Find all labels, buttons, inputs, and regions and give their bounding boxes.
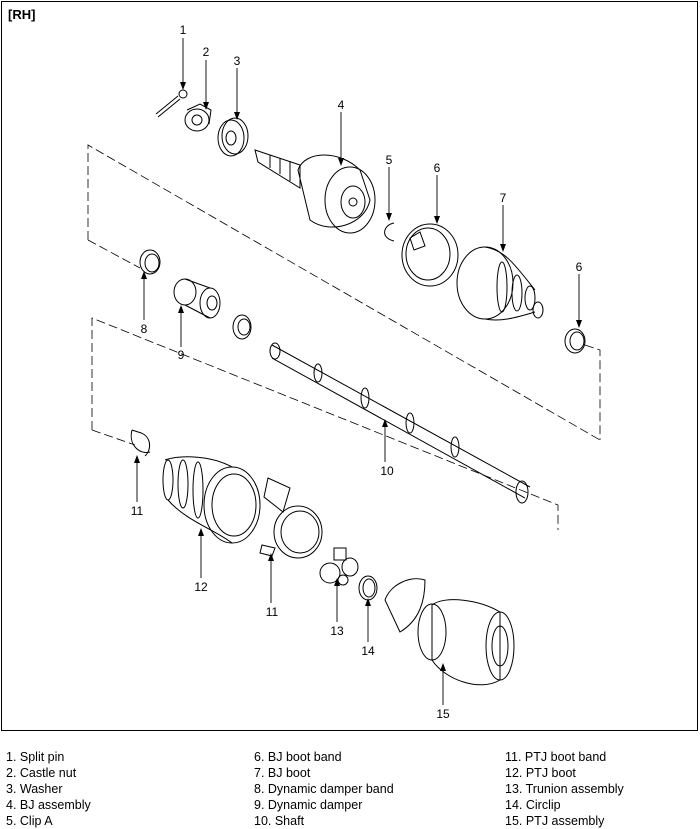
callout-1: 1 [180, 23, 187, 37]
callout-arrowheads [134, 82, 582, 671]
callout-15: 15 [436, 707, 450, 721]
trunion-assembly-part [319, 547, 359, 586]
callout-4: 4 [338, 98, 345, 112]
legend-column-1: 1. Split pin 2. Castle nut 3. Washer 4. … [6, 749, 91, 829]
legend-column-2: 6. BJ boot band 7. BJ boot 8. Dynamic da… [254, 749, 394, 829]
bj-assembly-part [254, 149, 376, 234]
callout-7: 7 [500, 191, 507, 205]
legend-item: 1. Split pin [6, 750, 65, 764]
legend-item: 12. PTJ boot [505, 766, 576, 780]
callout-leaders [136, 38, 580, 705]
ptj-boot-part [162, 456, 261, 544]
bj-boot-band-part [401, 223, 459, 287]
clip-a-part [384, 222, 395, 242]
split-pin-part [155, 89, 188, 118]
callout-3: 3 [234, 54, 241, 68]
legend-column-3: 11. PTJ boot band 12. PTJ boot 13. Truni… [505, 749, 624, 829]
circlip-part [358, 575, 378, 601]
callout-numbers: 1 2 3 4 5 6 7 6 8 9 10 11 12 11 13 14 15 [131, 23, 583, 721]
callout-10: 10 [380, 464, 394, 478]
legend-item: 9. Dynamic damper [254, 798, 363, 812]
legend-item: 7. BJ boot [254, 766, 311, 780]
callout-13: 13 [330, 624, 344, 638]
legend-item: 11. PTJ boot band [505, 750, 607, 764]
legend-item: 5. Clip A [6, 814, 53, 828]
ptj-boot-band-part [259, 477, 323, 559]
castle-nut-part [184, 103, 212, 132]
washer-part [217, 117, 249, 157]
callout-6-upper: 6 [434, 161, 441, 175]
bj-boot-part [456, 246, 544, 321]
ptj-boot-band-small-part [130, 429, 151, 457]
shaft-part [269, 342, 531, 504]
legend-item: 13. Trunion assembly [505, 782, 624, 796]
dynamic-damper-band-second-part [232, 314, 252, 340]
callout-12: 12 [194, 580, 208, 594]
exploded-view-drawing: 1 2 3 4 5 6 7 6 8 9 10 11 12 11 13 14 15 [87, 23, 601, 721]
legend-item: 8. Dynamic damper band [254, 782, 394, 796]
callout-2: 2 [203, 45, 210, 59]
legend-item: 14. Circlip [505, 798, 561, 812]
callout-11-right: 11 [266, 605, 279, 619]
dynamic-damper-part [173, 278, 221, 319]
legend-item: 15. PTJ assembly [505, 814, 605, 828]
callout-14: 14 [361, 644, 375, 658]
legend-item: 2. Castle nut [6, 766, 77, 780]
view-label: [RH] [8, 7, 36, 22]
guide-lines [87, 144, 601, 530]
parts-legend: 1. Split pin 2. Castle nut 3. Washer 4. … [0, 749, 700, 829]
legend-item: 10. Shaft [254, 814, 305, 828]
diagram-frame [1, 1, 698, 731]
callout-11-left: 11 [131, 504, 144, 518]
callout-8: 8 [141, 322, 148, 336]
callout-5: 5 [386, 153, 393, 167]
ptj-assembly-part [384, 578, 515, 686]
bj-boot-band-small-part [564, 328, 586, 354]
dynamic-damper-band-part [139, 249, 161, 275]
legend-item: 6. BJ boot band [254, 750, 342, 764]
callout-9: 9 [178, 348, 185, 362]
legend-item: 3. Washer [6, 782, 63, 796]
legend-item: 4. BJ assembly [6, 798, 91, 812]
callout-6-lower: 6 [576, 260, 583, 274]
